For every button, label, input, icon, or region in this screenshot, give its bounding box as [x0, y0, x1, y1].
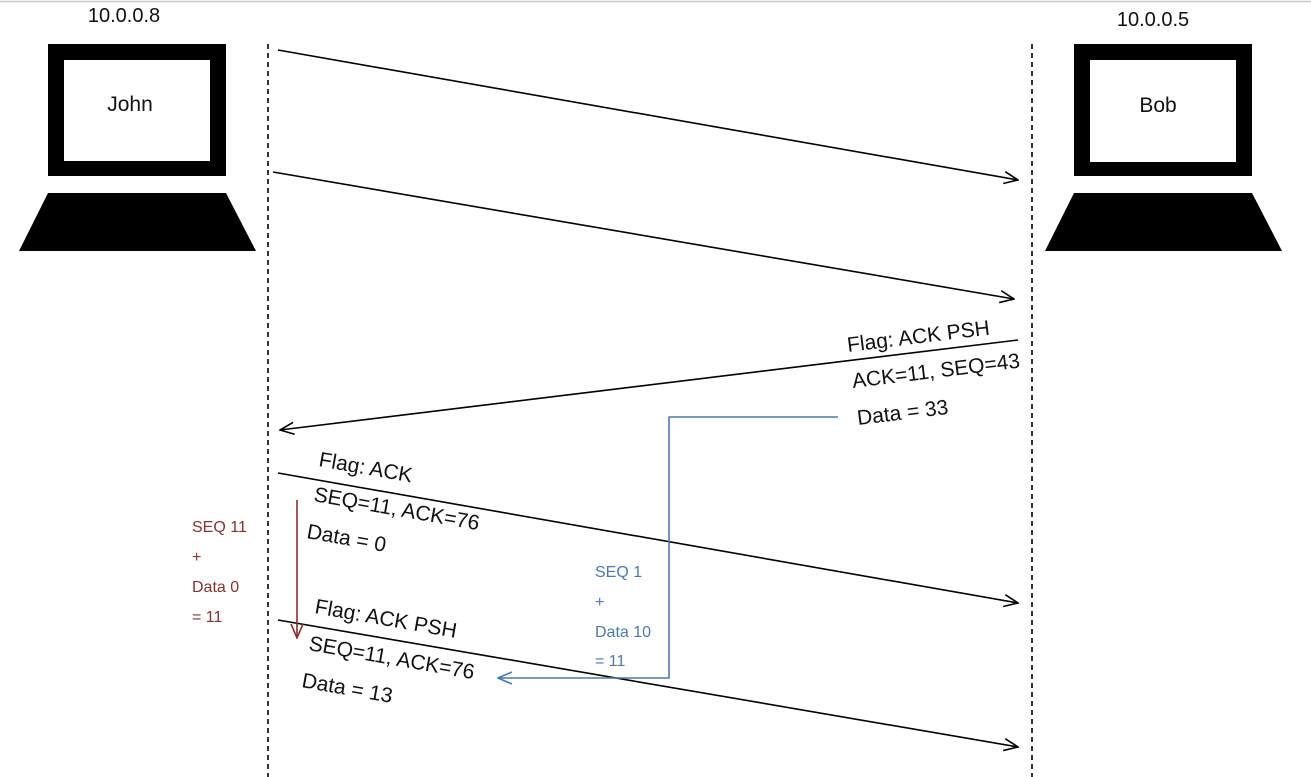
packet-3-labels: Flag: ACK PSH ACK=11, SEQ=43 Data = 33 — [846, 317, 1021, 430]
packet-arrow-5 — [277, 619, 1018, 747]
john-laptop-icon: John — [19, 44, 256, 251]
red-annotation-line-2: + — [192, 549, 201, 566]
packet-3-flag: Flag: ACK PSH — [846, 317, 991, 357]
packet-5-labels: Flag: ACK PSH SEQ=11, ACK=76 Data = 13 — [300, 595, 476, 708]
packet-arrow-1 — [277, 49, 1018, 180]
packet-arrow-3 — [280, 339, 1019, 430]
red-annotation: SEQ 11 + Data 0 = 11 — [192, 519, 247, 626]
blue-annotation-line-4: = 11 — [595, 653, 626, 670]
packet-arrow-2 — [272, 171, 1014, 299]
packet-5-data: Data = 13 — [300, 669, 394, 708]
john-ip-label: 10.0.0.8 — [88, 5, 160, 27]
blue-annotation-line-3: Data 10 — [595, 624, 651, 641]
red-annotation-line-3: Data 0 — [192, 579, 239, 596]
blue-annotation: SEQ 1 + Data 10 = 11 — [595, 564, 651, 670]
blue-annotation-line-1: SEQ 1 — [595, 564, 642, 581]
john-name: John — [107, 93, 153, 116]
packet-4-data: Data = 0 — [305, 520, 388, 557]
packet-arrow-4 — [277, 472, 1018, 603]
bob-name: Bob — [1139, 94, 1176, 117]
red-annotation-line-1: SEQ 11 — [192, 519, 247, 536]
blue-connector-arrow — [498, 416, 838, 678]
packet-4-labels: Flag: ACK SEQ=11, ACK=76 Data = 0 — [305, 448, 481, 557]
bob-laptop-icon: Bob — [1045, 44, 1282, 251]
packet-3-data: Data = 33 — [856, 396, 950, 430]
packet-3-ack-seq: ACK=11, SEQ=43 — [851, 350, 1021, 393]
red-annotation-line-4: = 11 — [192, 609, 223, 626]
packet-4-flag: Flag: ACK — [317, 448, 414, 487]
bob-ip-label: 10.0.0.5 — [1117, 9, 1189, 31]
blue-annotation-line-2: + — [595, 594, 604, 611]
